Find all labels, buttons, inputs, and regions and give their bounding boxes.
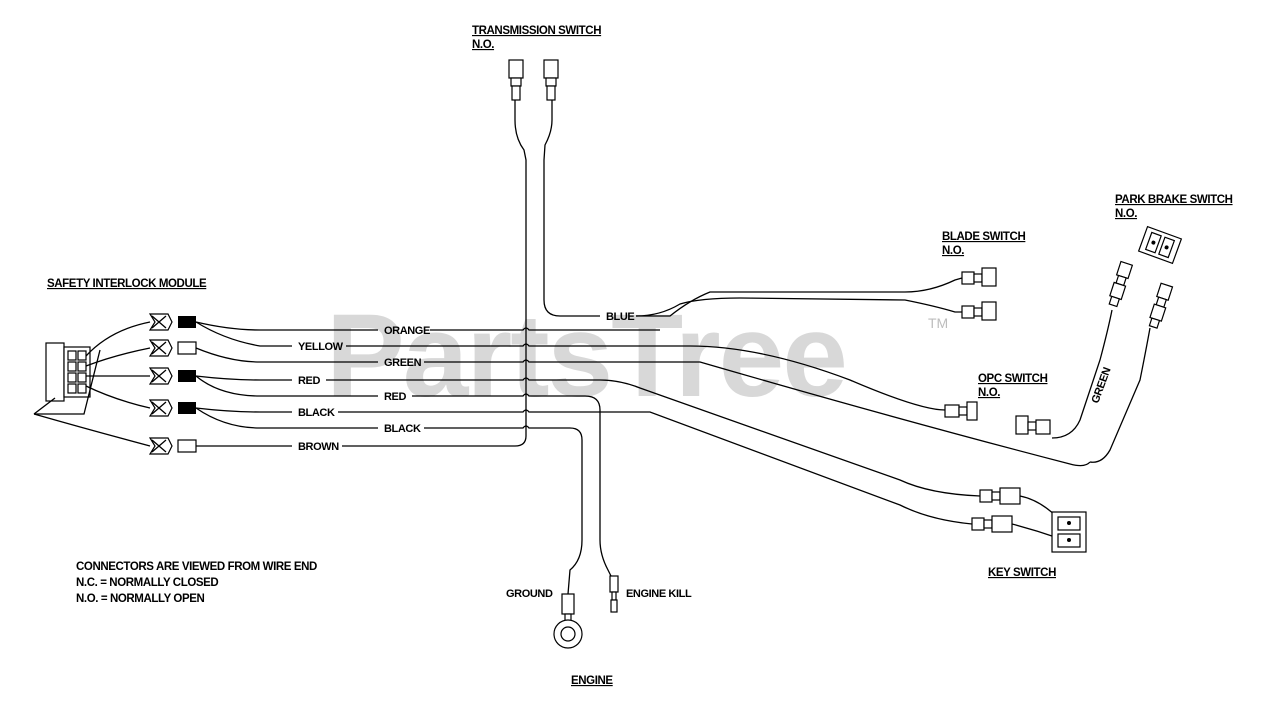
note-line-1: CONNECTORS ARE VIEWED FROM WIRE END [76, 561, 317, 573]
terminal-red [148, 367, 196, 385]
transmission-switch: TRANSMISSION SWITCH N.O. [472, 25, 602, 101]
wire-labels: ORANGE YELLOW GREEN RED RED BLACK BLACK … [298, 311, 635, 453]
harness-wires [195, 100, 1091, 595]
wire-label-green-park: GREEN [1090, 366, 1114, 405]
blade-switch-terminal-bottom [961, 301, 997, 321]
wire-label-black-lower: BLACK [384, 423, 421, 435]
wire-label-black-upper: BLACK [298, 407, 335, 419]
terminal-orange [148, 313, 196, 331]
opc-switch: OPC SWITCH N.O. [944, 373, 1051, 435]
opc-switch-title: OPC SWITCH [978, 373, 1048, 385]
wire-label-red-upper: RED [298, 375, 320, 387]
opc-switch-terminal-left [944, 401, 978, 421]
watermark-trademark: TM [928, 315, 948, 331]
wire-label-ground: GROUND [506, 588, 553, 600]
park-brake-switch: PARK BRAKE SWITCH N.O. GREEN [1051, 194, 1233, 463]
transmission-switch-terminal-right [543, 59, 559, 101]
engine-kill-terminal [609, 575, 619, 613]
safety-interlock-module: SAFETY INTERLOCK MODULE [33, 278, 207, 455]
transmission-switch-terminal-left [508, 59, 524, 101]
park-brake-switch-body [1137, 225, 1183, 265]
wire-label-orange: ORANGE [384, 325, 430, 337]
ground-terminal [553, 593, 583, 649]
key-switch-terminal-upper [979, 487, 1021, 505]
note-line-2: N.C. = NORMALLY CLOSED [76, 577, 218, 589]
module-connector-block [45, 342, 91, 402]
transmission-switch-title: TRANSMISSION SWITCH [472, 25, 601, 37]
note-line-3: N.O. = NORMALLY OPEN [76, 593, 205, 605]
wire-label-brown: BROWN [298, 441, 339, 453]
blade-switch-terminal-top [961, 267, 997, 287]
key-switch-title: KEY SWITCH [988, 567, 1056, 579]
blade-switch-state: N.O. [942, 245, 964, 257]
safety-interlock-module-title: SAFETY INTERLOCK MODULE [47, 278, 207, 290]
blade-switch: BLADE SWITCH N.O. [942, 231, 1026, 321]
wire-label-red-lower: RED [384, 391, 406, 403]
park-brake-terminal-left [1108, 260, 1134, 308]
opc-switch-state: N.O. [978, 387, 1000, 399]
blade-switch-title: BLADE SWITCH [942, 231, 1025, 243]
opc-switch-terminal-right [1015, 415, 1051, 435]
engine: ENGINE GROUND ENGINE KILL [506, 575, 692, 687]
terminal-black [148, 399, 196, 417]
park-brake-switch-state: N.O. [1115, 208, 1137, 220]
wire-label-engine-kill: ENGINE KILL [626, 588, 692, 600]
terminal-brown [148, 437, 197, 455]
key-switch: KEY SWITCH [971, 487, 1087, 579]
park-brake-terminal-right [1148, 282, 1174, 329]
park-brake-switch-title: PARK BRAKE SWITCH [1115, 194, 1233, 206]
key-switch-terminal-lower [971, 515, 1013, 533]
wire-label-green: GREEN [384, 357, 422, 369]
transmission-switch-state: N.O. [472, 39, 494, 51]
engine-title: ENGINE [571, 675, 613, 687]
key-switch-body [1051, 511, 1087, 553]
legend-notes: CONNECTORS ARE VIEWED FROM WIRE END N.C.… [76, 561, 317, 605]
wire-label-blue: BLUE [606, 311, 634, 323]
watermark-text: PartsTree [326, 290, 846, 422]
wire-label-yellow: YELLOW [298, 341, 344, 353]
terminal-yellow [148, 339, 197, 357]
